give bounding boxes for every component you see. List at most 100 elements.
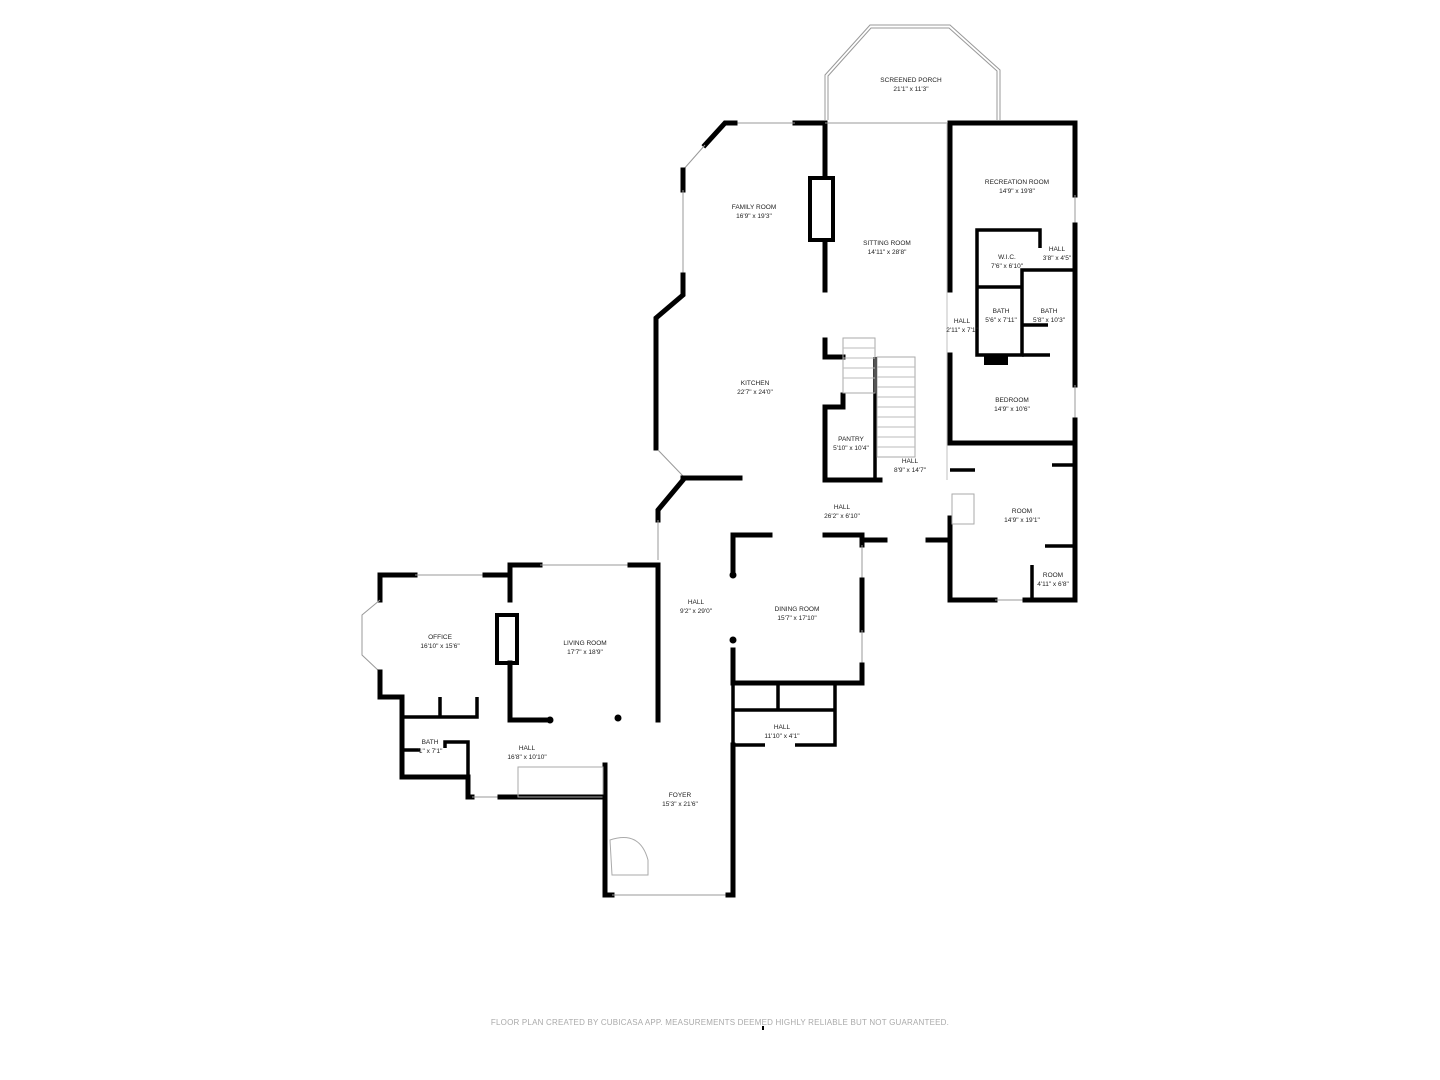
wall <box>627 562 661 688</box>
wall <box>377 572 418 603</box>
room-dimensions: 14'9" x 10'6" <box>994 406 1030 413</box>
room-label: KITCHEN 22'7" x 24'0" <box>737 379 773 397</box>
wall <box>730 532 773 578</box>
curved-staircase <box>609 837 649 876</box>
room-dimensions: 14'9" x 19'1" <box>1004 517 1040 524</box>
wall <box>497 762 608 800</box>
room-dimensions: 15'3" x 21'6" <box>662 801 698 808</box>
room-label: HALL 8'9" x 14'7" <box>894 457 926 475</box>
room-dimensions: 16'8" x 10'10" <box>507 754 547 761</box>
room-name: BEDROOM <box>995 397 1029 404</box>
room-name: HALL <box>901 458 919 465</box>
room-label: HALL 3'8" x 4'5" <box>1043 245 1071 263</box>
room-name: OFFICE <box>428 634 452 641</box>
room-name: BATH <box>992 308 1010 315</box>
room-dimensions: 22'7" x 24'0" <box>737 389 773 396</box>
wall <box>947 515 998 603</box>
room-name: KITCHEN <box>740 380 770 387</box>
fixture <box>984 355 1008 365</box>
room-name: W.I.C. <box>998 254 1016 261</box>
room-dimensions: 14'9" x 19'8" <box>999 188 1035 195</box>
room-label: W.I.C. 7'6" x 6'10" <box>991 253 1023 271</box>
room-dimensions: 5'8" x 10'3" <box>1032 317 1066 324</box>
footer-disclaimer: FLOOR PLAN CREATED BY CUBICASA APP. MEAS… <box>490 1018 950 1027</box>
room-name: HALL <box>833 504 851 511</box>
room-name: SCREENED PORCH <box>880 77 942 84</box>
room-name: HALL <box>518 745 536 752</box>
room-dimensions: 16'9" x 19'3" <box>736 213 772 220</box>
wall <box>822 532 865 548</box>
wall <box>402 697 479 719</box>
room-name: HALL <box>687 599 705 606</box>
wall <box>655 476 687 523</box>
window <box>361 599 381 673</box>
room-name: FOYER <box>668 792 692 799</box>
room-name: ROOM <box>1011 508 1033 515</box>
wall <box>443 740 470 777</box>
room-dimensions: 16'10" x 15'6" <box>420 643 460 650</box>
room-label: HALL 26'2" x 6'10" <box>824 503 860 521</box>
room-label: BATH'1" x 7'1" <box>418 738 443 756</box>
room-dimensions: 11'10" x 4'1" <box>764 733 800 740</box>
room-dimensions: 17'7" x 18'9" <box>567 649 603 656</box>
room-label: HALL 16'8" x 10'10" <box>507 744 546 762</box>
wall <box>602 794 615 898</box>
wall <box>507 562 543 603</box>
room-name: HALL <box>773 724 791 731</box>
fireplace <box>808 176 835 242</box>
room-label: RECREATION ROOM 14'9" x 19'8" <box>985 178 1049 196</box>
room-dimensions: 3'8" x 4'5" <box>1042 255 1072 262</box>
room-dimensions: 21'1" x 11'3" <box>893 86 929 93</box>
wall <box>377 669 475 800</box>
room-label: PANTRY 5'10" x 10'4" <box>833 435 869 453</box>
fireplace <box>495 613 519 665</box>
room-label: BATH 5'8" x 10'3" <box>1033 307 1065 325</box>
wall <box>731 683 765 747</box>
room-dimensions: 5'6" x 7'11" <box>985 317 1017 324</box>
wall <box>725 742 736 898</box>
room-dimensions: 4'11" x 6'8" <box>1037 581 1069 588</box>
room-name: SITTING ROOM <box>863 240 911 247</box>
room-dimensions: 5'10" x 10'4" <box>833 445 869 452</box>
staircase <box>951 493 975 525</box>
room-name: LIVING ROOM <box>563 640 607 647</box>
wall <box>730 647 865 686</box>
room-dimensions: 14'11" x 28'8" <box>867 249 907 256</box>
room-dimensions: 7'6" x 6'10" <box>990 263 1024 270</box>
room-label: HALL 2'11" x 7'1" <box>946 317 978 335</box>
wall <box>795 683 837 747</box>
room-name: HALL <box>1048 246 1066 253</box>
room-name: DINING ROOM <box>774 606 820 613</box>
room-label: SITTING ROOM 14'11" x 28'8" <box>863 239 911 257</box>
room-dimensions: 26'2" x 6'10" <box>824 513 860 520</box>
room-dimensions: 9'2" x 29'0" <box>679 608 713 615</box>
room-label: SCREENED PORCH 21'1" x 11'3" <box>880 76 941 94</box>
wall <box>947 120 1078 293</box>
room-label: HALL 9'2" x 29'0" <box>680 598 712 616</box>
staircase <box>517 766 604 798</box>
room-name: RECREATION ROOM <box>984 179 1050 186</box>
room-dimensions: 2'11" x 7'1" <box>946 327 978 334</box>
window <box>682 144 706 171</box>
window <box>657 449 684 477</box>
wall <box>822 337 846 360</box>
wall <box>975 228 1075 357</box>
wall <box>507 660 551 723</box>
room-label: ROOM 14'9" x 19'1" <box>1004 507 1040 525</box>
porch-windows <box>824 24 1001 120</box>
wall <box>822 392 883 483</box>
room-dimensions: 8'9" x 14'7" <box>893 467 927 474</box>
room-label: LIVING ROOM 17'7" x 18'9" <box>563 639 606 657</box>
room-label: FOYER 15'3" x 21'6" <box>662 791 698 809</box>
room-name: PANTRY <box>838 436 864 443</box>
room-label: BATH 5'6" x 7'11" <box>985 307 1017 325</box>
room-name: HALL <box>953 318 971 325</box>
room-dimensions: '1" x 7'1" <box>417 748 443 755</box>
room-label: HALL 11'10" x 4'1" <box>764 723 799 741</box>
room-name: BATH <box>1040 308 1058 315</box>
stair-treads <box>843 347 915 448</box>
